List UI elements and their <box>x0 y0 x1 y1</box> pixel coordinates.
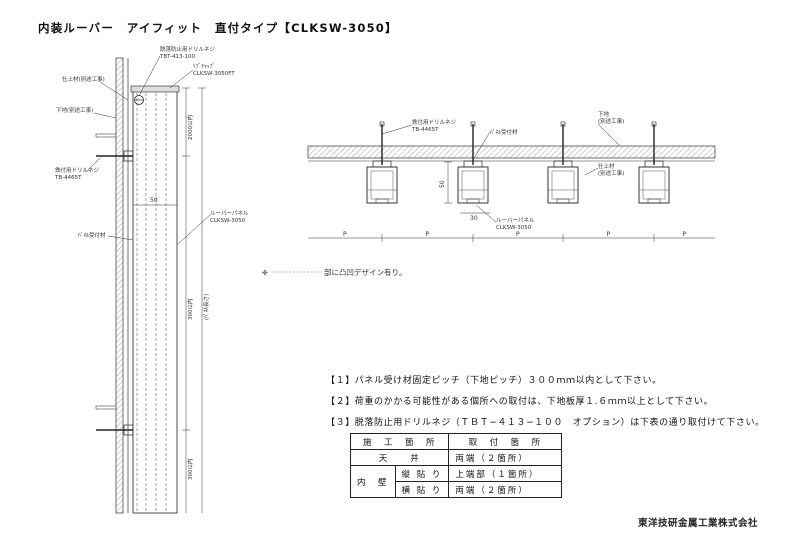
label-drop-screw-code: TBT-413-100 <box>159 54 195 60</box>
legend-note: 部に凸凹デザイン有り。 <box>324 267 406 277</box>
sec-label-drill-screw-code: TB-4465T <box>411 127 439 133</box>
row-ceiling-location: 両端（２箇所） <box>448 449 563 466</box>
note-2: 【２】荷重のかかる可能性がある個所への取付は、下地板厚１.６ｍｍ以上として下さい… <box>326 397 714 407</box>
label-panel-clip: ﾊﾟﾈﾙ受付材 <box>78 231 106 239</box>
label-louver-panel: ルーバーパネル <box>210 210 249 217</box>
row-wall-horizontal: 横 貼 り <box>394 481 450 498</box>
pitch-label: P <box>426 231 430 238</box>
note-3: 【３】脱落防止用ドリルネジ（ＴＢＴ−４１３−１００ オプション）は下表の通り取付… <box>326 418 765 428</box>
label-drill-screw: 鉄付用ドリルネジ <box>55 166 100 174</box>
sec-label-drill-screw: 鉄付用ドリルネジ <box>412 118 457 126</box>
pitch-label: P <box>607 231 611 238</box>
ceiling-section: P P P P P 50 30 鉄付用ドリルネジ TB-4465T ﾊﾟﾈﾙ受付材 下地… <box>307 110 716 242</box>
row-ceiling-place: 天 井 <box>349 449 450 466</box>
section-louver-unit <box>366 121 398 204</box>
pitch-label: P <box>683 231 687 238</box>
label-drill-screw-code: TB-4465T <box>54 175 82 181</box>
label-drop-screw: 脱落防止用ドリルネジ <box>160 45 216 53</box>
dim-300: 300以内 <box>186 299 194 321</box>
legend-marker-icon: ✤ <box>262 269 268 277</box>
label-cap-code: CLKSW-3050FT <box>193 71 235 77</box>
ceiling-base <box>307 145 716 159</box>
pitch-label: P <box>516 231 520 238</box>
dim-panel-length: (ﾊﾟﾈﾙ長さ) <box>203 294 210 320</box>
row-wall-vertical-location: 上端部（１箇所） <box>448 465 563 482</box>
sec-label-panel-clip: ﾊﾟﾈﾙ受付材 <box>490 128 518 136</box>
design-legend: ✤ 部に凸凹デザイン有り。 <box>262 267 406 277</box>
section-louver-unit <box>457 121 489 204</box>
label-louver-code: CLKSW-3050 <box>210 218 246 224</box>
notes-list: 【１】パネル受け材固定ピッチ（下地ピッチ）３００ｍｍ以内として下さい。 【２】荷… <box>326 371 765 434</box>
pitch-label: P <box>343 231 347 238</box>
section-louver-unit <box>638 121 670 204</box>
sec-label-finish-note: (別途工事) <box>598 169 624 177</box>
drawing-title: 内装ルーバー アイフィット 直付タイプ【CLKSW-3050】 <box>38 21 398 35</box>
header-location: 取 付 箇 所 <box>448 433 563 450</box>
row-wall-horizontal-location: 両端（２箇所） <box>448 481 563 498</box>
row-wall-place: 内 壁 <box>350 465 396 498</box>
dim-300-low: 300以内 <box>186 459 194 481</box>
label-base: 下地(別途工事) <box>56 106 93 114</box>
drill-screw-1 <box>96 150 134 162</box>
screw-location-table: 施 工 箇 所 取 付 箇 所 天 井 両端（２箇所） 内 壁 縦 貼 り 上端… <box>349 433 563 498</box>
wall-elevation: 50 2000以内 300以内 300以内 (ﾊﾟﾈﾙ長さ) 脱落防止用ドリルネ… <box>54 45 249 514</box>
note-1: 【１】パネル受け材固定ピッチ（下地ピッチ）３００ｍｍ以内として下さい。 <box>326 376 662 386</box>
sec-label-finish: 仕上材 <box>598 162 615 170</box>
dim-section-width: 30 <box>470 215 478 222</box>
louver-panel-body <box>132 87 178 514</box>
rib-cap <box>130 85 180 93</box>
section-louver-unit <box>547 121 579 204</box>
dim-2000: 2000以内 <box>186 115 194 140</box>
drill-screw-2 <box>96 424 134 436</box>
dim-section-height: 50 <box>439 180 446 188</box>
sec-label-base: 下地 <box>598 110 610 118</box>
header-place: 施 工 箇 所 <box>349 433 450 450</box>
label-finish: 仕上材(別途工事) <box>62 75 105 83</box>
dim-50-elev: 50 <box>150 197 158 204</box>
sec-label-louver: ルーバーパネル <box>496 217 535 224</box>
company-name: 東洋技研金属工業株式会社 <box>638 518 759 529</box>
label-cap: ﾘﾌﾞｷｬｯﾌﾟ <box>193 63 215 70</box>
sec-label-base-note: (別途工事) <box>598 117 624 125</box>
sec-label-louver-code: CLKSW-3050 <box>496 225 532 231</box>
row-wall-vertical: 縦 貼 り <box>394 465 450 482</box>
wall-base <box>115 57 124 514</box>
